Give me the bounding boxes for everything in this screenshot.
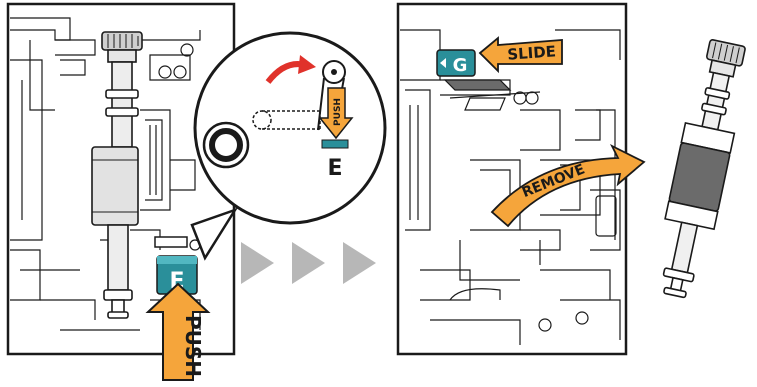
panel-step-2: G SLIDE REMOVE [398, 4, 644, 354]
key-e-callout-label: E [327, 156, 342, 181]
panel-step-1: E PUSH [8, 4, 234, 380]
slide-label: SLIDE [507, 42, 557, 63]
removed-roller [650, 38, 753, 301]
key-g-block-label: G [453, 55, 468, 76]
push-callout-label: PUSH [333, 98, 343, 126]
magnifier-callout: PUSH E [192, 33, 385, 258]
lever-g-block[interactable]: G [437, 50, 475, 76]
triple-chevron-right-icon [241, 242, 376, 284]
push-label: PUSH [181, 315, 205, 377]
